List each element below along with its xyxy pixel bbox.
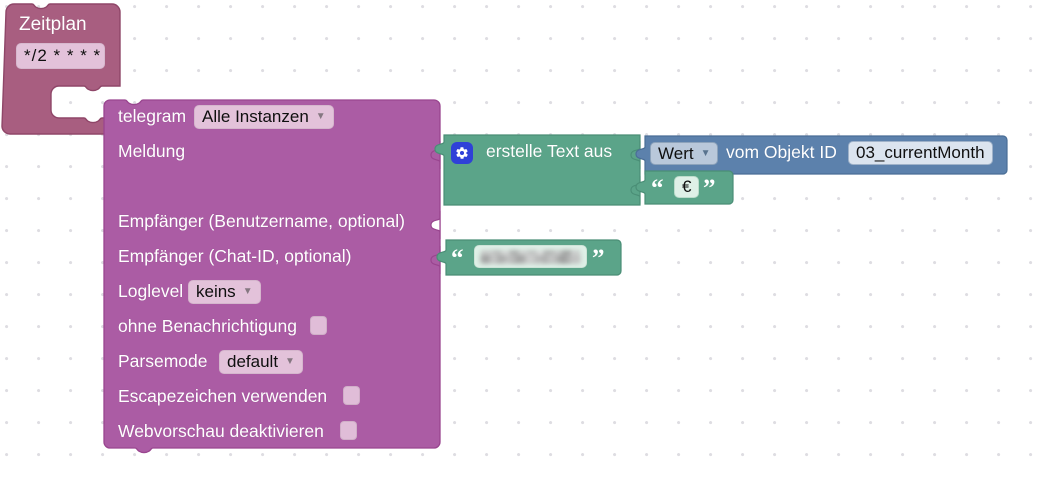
schedule-block-title: Zeitplan (19, 14, 87, 35)
gear-glyph (456, 147, 468, 159)
telegram-loglevel-dropdown[interactable]: keins ▼ (188, 280, 261, 304)
quote-open-icon: “ (651, 175, 664, 202)
telegram-row-label-webvorschau: Webvorschau deaktivieren (118, 421, 324, 441)
quote-open-icon: “ (451, 245, 464, 272)
telegram-webvorschau-checkbox[interactable] (340, 421, 357, 440)
telegram-escapezeichen-checkbox[interactable] (343, 386, 360, 405)
get-value-type-dropdown[interactable]: Wert ▼ (650, 142, 719, 165)
telegram-parsemode-value: default (227, 352, 279, 371)
telegram-instance-value: Alle Instanzen (202, 107, 309, 126)
text-chatid-field[interactable] (474, 245, 587, 268)
telegram-row-label-ohne-benachrichtigung: ohne Benachrichtigung (118, 316, 298, 336)
quote-close-icon: ” (703, 175, 716, 202)
telegram-row-label-meldung: Meldung (118, 141, 186, 161)
telegram-row-label-empfaenger-benutzername: Empfänger (Benutzername, optional) (118, 211, 405, 231)
schedule-cron-field[interactable]: */2 * * * * (16, 43, 105, 69)
chevron-down-icon: ▼ (315, 111, 326, 122)
telegram-row-label-loglevel: Loglevel (118, 281, 184, 301)
telegram-loglevel-value: keins (196, 282, 236, 301)
telegram-block-title: telegram (118, 106, 187, 126)
telegram-row-label-escapezeichen: Escapezeichen verwenden (118, 386, 328, 406)
get-value-object-id: 03_currentMonth (856, 143, 985, 162)
quote-close-icon: ” (592, 245, 605, 272)
chevron-down-icon: ▼ (285, 356, 295, 367)
chevron-down-icon: ▼ (242, 286, 253, 297)
get-value-label: vom Objekt ID (726, 142, 837, 162)
telegram-row-label-parsemode: Parsemode (118, 351, 208, 371)
telegram-instance-dropdown[interactable]: Alle Instanzen ▼ (194, 105, 334, 129)
text-euro-field[interactable]: € (674, 176, 700, 198)
get-value-type-value: Wert (658, 143, 694, 163)
create-text-label: erstelle Text aus (486, 141, 613, 161)
schedule-cron-value: */2 * * * * (24, 46, 102, 65)
get-value-object-id-field[interactable]: 03_currentMonth (848, 141, 993, 165)
telegram-row-label-empfaenger-chatid: Empfänger (Chat-ID, optional) (118, 246, 352, 266)
text-euro-value: € (682, 177, 692, 196)
chevron-down-icon: ▼ (700, 147, 711, 159)
telegram-parsemode-dropdown[interactable]: default ▼ (219, 350, 303, 374)
telegram-ohne-benachrichtigung-checkbox[interactable] (310, 316, 327, 335)
gear-icon[interactable] (451, 142, 473, 164)
